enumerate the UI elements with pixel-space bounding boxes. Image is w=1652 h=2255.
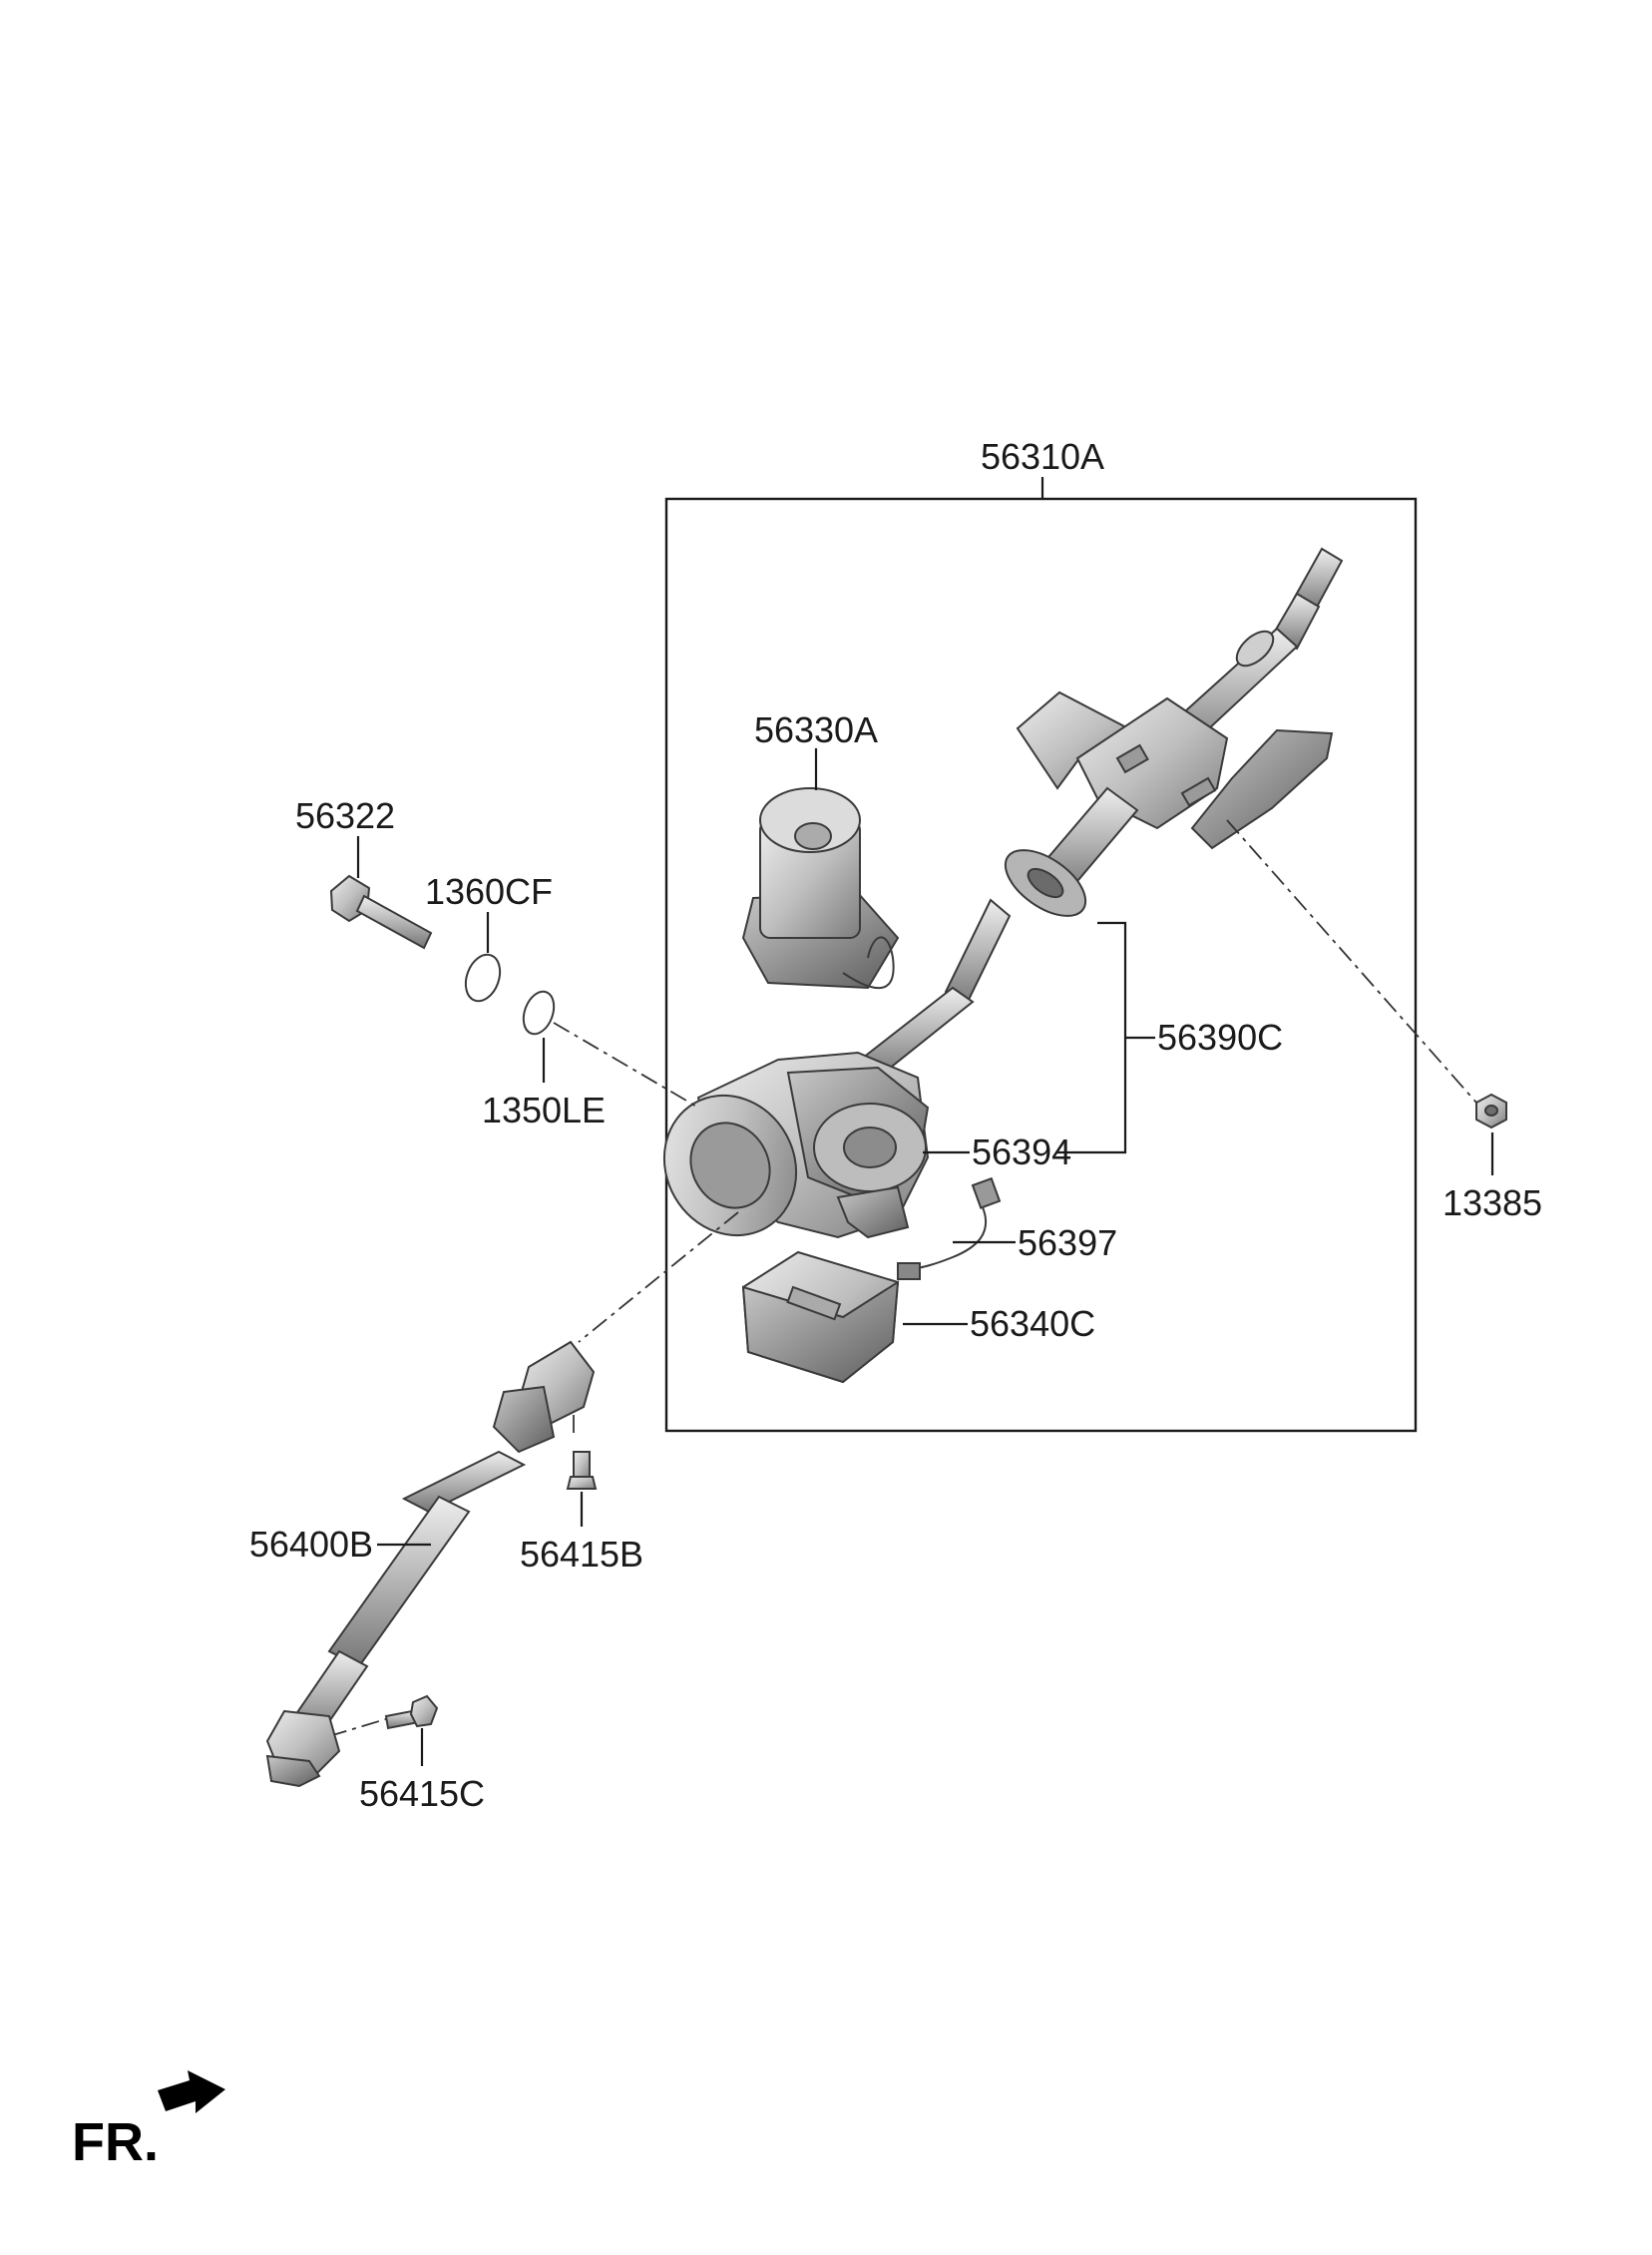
label-13385: 13385 [1443, 1182, 1542, 1223]
label-56340C: 56340C [970, 1303, 1095, 1344]
harness-56397: 56397 [897, 1176, 1117, 1280]
label-56394: 56394 [972, 1131, 1071, 1172]
label-56330A: 56330A [754, 709, 878, 750]
gear-housing [662, 1051, 930, 1239]
steering-column-upper [1004, 547, 1344, 917]
bolt-56322: 56322 [295, 795, 433, 950]
washer-1360CF: 1360CF [425, 871, 553, 1003]
label-56322: 56322 [295, 795, 395, 836]
nut-13385: 13385 [1443, 1093, 1542, 1223]
bolt-56415C: 56415C [359, 1694, 485, 1814]
label-56400B: 56400B [249, 1524, 373, 1565]
alignment-lines [328, 819, 1477, 1737]
label-56310A: 56310A [981, 436, 1104, 477]
bolt-56415B: 56415B [520, 1451, 643, 1575]
label-56415C: 56415C [359, 1773, 485, 1814]
motor: 56330A [741, 709, 900, 990]
front-label: FR. [72, 2112, 159, 2172]
assembly-frame: 56310A [664, 436, 1418, 1433]
label-1350LE: 1350LE [482, 1090, 606, 1130]
washer-1350LE: 1350LE [482, 990, 606, 1130]
label-56390C: 56390C [1157, 1017, 1283, 1058]
callout-56394: 56394 [923, 1131, 1071, 1172]
label-56415B: 56415B [520, 1534, 643, 1575]
label-1360CF: 1360CF [425, 871, 553, 912]
front-direction-indicator: FR. [72, 2070, 225, 2172]
control-unit: 56340C [741, 1250, 1095, 1384]
callout-56390C: 56390C [1057, 921, 1283, 1154]
front-arrow-icon [158, 2070, 225, 2113]
label-56397: 56397 [1018, 1222, 1117, 1263]
intermediate-shaft [856, 898, 1012, 1080]
lower-shaft: 56400B [249, 1340, 596, 1788]
